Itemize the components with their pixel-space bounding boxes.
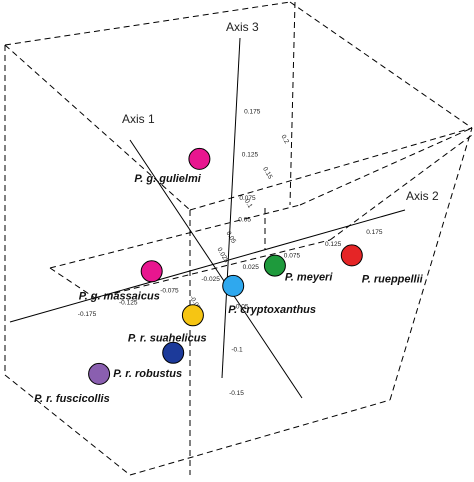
box-edge-5 (4, 374, 131, 476)
axes: Axis 1 Axis 2 Axis 3 (9, 20, 439, 399)
box-edge-2 (4, 44, 191, 211)
axis-2-tick-5: 0.075 (284, 252, 301, 259)
box-edge-11 (49, 267, 96, 299)
axis-1-line (129, 139, 303, 399)
point-0 (188, 147, 211, 170)
axis-3-tick-5: 0.125 (242, 152, 259, 159)
axis-2-tick-7: 0.175 (366, 229, 383, 236)
point-6 (263, 254, 286, 277)
axis-1-tick-5: 0.2 (279, 134, 290, 146)
point-labels: P. g. gulielmi P. g. massaicus P. r. suahe… (34, 173, 424, 405)
axis-3-tick-2: -0.05 (234, 303, 249, 310)
axis-2-tick-6: 0.125 (325, 241, 342, 248)
box-edge-7 (389, 127, 473, 401)
point-label-2: P. r. suahelicus (128, 332, 207, 344)
axis-2-line (9, 209, 406, 323)
bounding-box (4, 1, 473, 476)
point-label-7: P. rueppellii (362, 273, 424, 285)
axis-2-tick-3: -0.025 (201, 276, 220, 283)
point-3 (88, 362, 111, 385)
point-label-6: P. meyeri (285, 272, 333, 284)
axis-1-tick-3: 0.1 (243, 198, 254, 210)
axis-2-tick-0: -0.175 (78, 311, 97, 318)
point-1 (140, 260, 163, 283)
box-edge-1 (289, 1, 473, 129)
axis-3-tick-1: -0.1 (231, 347, 243, 354)
axis-3-tick-3: 0.05 (238, 217, 251, 224)
box-edge-12 (94, 239, 331, 299)
box-edge-6 (129, 399, 391, 476)
box-edge-9 (49, 204, 301, 269)
box-edge-13 (329, 134, 473, 241)
tick-labels: -0.050.0250.050.10.150.2-0.175-0.125-0.0… (78, 108, 383, 397)
point-7 (340, 244, 363, 267)
axis-2-title: Axis 2 (406, 189, 439, 203)
point-label-0: P. g. gulielmi (134, 173, 201, 185)
box-edge-15 (289, 1, 296, 206)
axis-3-tick-0: -0.15 (229, 390, 244, 397)
axis-2-tick-4: 0.025 (243, 264, 260, 271)
axis-1-tick-4: 0.15 (261, 166, 274, 181)
data-points (88, 147, 363, 385)
axis-1-tick-2: 0.05 (225, 230, 238, 245)
point-label-1: P. g. massaicus (79, 290, 160, 302)
axis-3-title: Axis 3 (226, 20, 259, 34)
point-4 (162, 341, 185, 364)
axis-2-tick-1: -0.125 (119, 299, 138, 306)
point-label-5: P. cryptoxanthus (228, 304, 316, 316)
box-edge-3 (189, 127, 473, 211)
axis-1-tick-1: 0.025 (215, 246, 229, 264)
axis-3-tick-6: 0.175 (244, 108, 261, 115)
point-label-3: P. r. fuscicollis (34, 393, 110, 405)
point-5 (222, 274, 245, 297)
box-edge-0 (4, 1, 291, 46)
axis-1-title: Axis 1 (122, 112, 155, 126)
point-2 (181, 304, 204, 327)
axis-2-tick-2: -0.075 (160, 288, 179, 295)
box-edge-10 (299, 127, 473, 206)
axis-3-tick-4: 0.075 (239, 195, 256, 202)
axis-3-line (221, 37, 241, 379)
point-label-4: P. r. robustus (113, 368, 182, 380)
